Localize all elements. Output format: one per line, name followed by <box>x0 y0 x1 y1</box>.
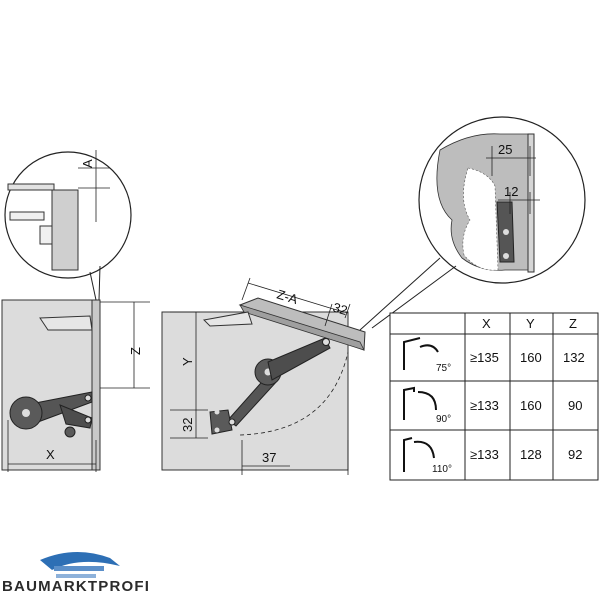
opening-angle-75-icon <box>403 337 439 370</box>
table-row-3-z: 92 <box>568 447 582 462</box>
table-row-2-y: 160 <box>520 398 542 413</box>
brand-logo-text: BAUMARKTPROFI <box>2 578 151 595</box>
table-row-2-x: ≥133 <box>470 398 499 413</box>
dimension-x-label: X <box>46 447 55 462</box>
dimension-32-angled-label: 32 <box>331 300 349 319</box>
dimension-32-vertical-label: 32 <box>180 418 195 432</box>
left-cabinet-view: Z X <box>1 299 150 472</box>
specification-table: X Y Z 75° 90° 110° ≥135 160 132 ≥133 160… <box>389 312 599 481</box>
middle-cabinet-view: Y 32 37 Z-A 32 <box>161 277 366 475</box>
dimension-z-label: Z <box>128 347 143 355</box>
table-row-2-z: 90 <box>568 398 582 413</box>
left-detail-magnifier <box>4 150 132 301</box>
dimension-y-label: Y <box>180 357 195 366</box>
table-header-z: Z <box>569 316 577 331</box>
dimension-25-label: 25 <box>498 142 512 157</box>
left-lid-stay-mechanism <box>9 391 93 438</box>
opening-angle-90-icon <box>403 386 437 420</box>
table-row-1-y: 160 <box>520 350 542 365</box>
table-row-2-angle: 90° <box>436 414 451 425</box>
right-detail-magnifier <box>359 116 586 331</box>
middle-striker-plate <box>202 311 253 327</box>
table-row-3-angle: 110° <box>432 464 452 475</box>
table-header-x: X <box>482 316 491 331</box>
dimension-12-label: 12 <box>504 184 518 199</box>
table-row-1-z: 132 <box>563 350 585 365</box>
dimension-z-minus-a-label: Z-A <box>275 287 300 308</box>
table-row-1-x: ≥135 <box>470 350 499 365</box>
table-row-3-y: 128 <box>520 447 542 462</box>
left-striker-plate <box>39 315 93 331</box>
table-header-y: Y <box>526 316 535 331</box>
opening-angle-110-icon <box>403 437 435 472</box>
dimension-a-label: A <box>80 159 95 168</box>
middle-lid-stay-mechanism <box>209 337 331 435</box>
logo-swoosh-icon <box>40 551 120 578</box>
table-row-1-angle: 75° <box>436 363 451 374</box>
table-row-3-x: ≥133 <box>470 447 499 462</box>
dimension-37-label: 37 <box>262 450 276 465</box>
